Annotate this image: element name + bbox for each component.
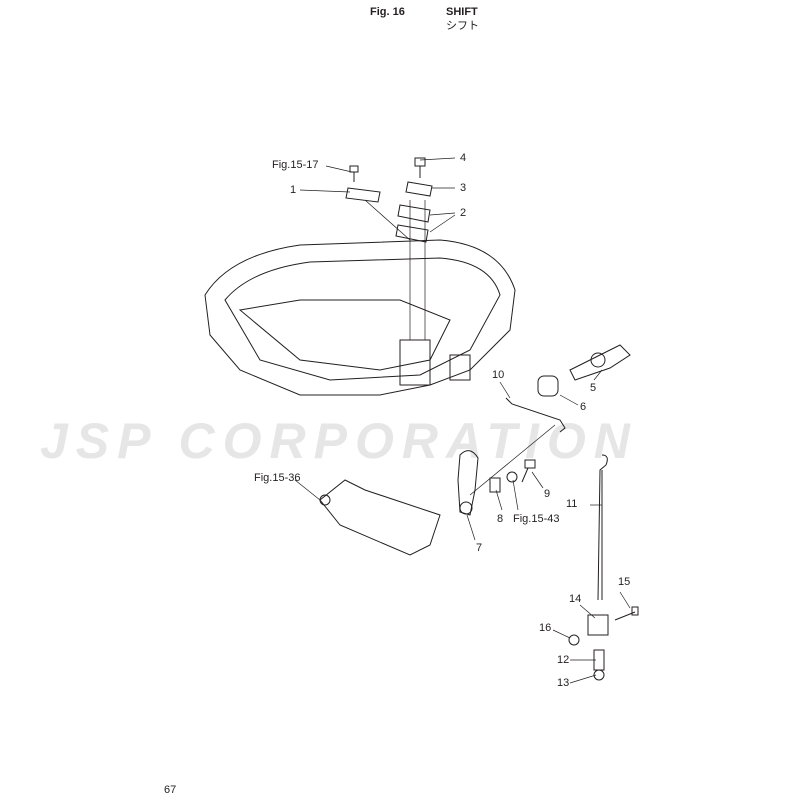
watermark: JSP CORPORATION (40, 413, 638, 469)
shift-rod-11 (597, 454, 608, 601)
shift-lever-7 (457, 450, 479, 516)
plate-3 (405, 181, 433, 197)
nut-16 (568, 634, 580, 646)
callout-fig15-43: Fig.15-43 (513, 513, 560, 525)
callout-5: 5 (590, 382, 597, 394)
callout-14: 14 (569, 593, 582, 605)
callout-1: 1 (290, 184, 297, 196)
callout-fig15-36: Fig.15-36 (254, 472, 301, 484)
callout-16: 16 (539, 622, 552, 634)
bolt-fig15-17 (349, 165, 359, 182)
connector-14 (587, 614, 609, 636)
callout-9: 9 (544, 488, 551, 500)
part-6 (537, 375, 559, 397)
shift-rod-10 (505, 397, 566, 433)
bolt-9 (521, 459, 536, 483)
callout-7: 7 (476, 542, 483, 554)
callout-8: 8 (497, 513, 504, 525)
callout-13: 13 (557, 677, 570, 689)
callout-fig15-17: Fig.15-17 (272, 159, 319, 171)
callout-2: 2 (460, 207, 467, 219)
callout-15: 15 (618, 576, 631, 588)
bolt-15 (614, 606, 639, 621)
page-number: 67 (164, 784, 177, 796)
figure-number: Fig. 16 (370, 6, 405, 18)
callout-10: 10 (492, 369, 505, 381)
part-5 (569, 344, 631, 381)
nut-13 (593, 669, 605, 681)
plate-2 (395, 204, 431, 243)
callout-6: 6 (580, 401, 587, 413)
callout-4: 4 (460, 152, 467, 164)
plate-1 (345, 187, 381, 203)
callout-12: 12 (557, 654, 570, 666)
bracket-fig15-36 (319, 479, 441, 556)
figure-title-japanese: シフト (446, 20, 479, 32)
washer (506, 471, 518, 483)
engine-cowling (204, 239, 516, 396)
bolt-4 (414, 157, 426, 178)
figure-title: SHIFT (446, 6, 478, 18)
collar-8 (489, 477, 501, 493)
callout-11: 11 (566, 498, 578, 510)
callout-3: 3 (460, 182, 467, 194)
leader-lines (294, 157, 631, 684)
